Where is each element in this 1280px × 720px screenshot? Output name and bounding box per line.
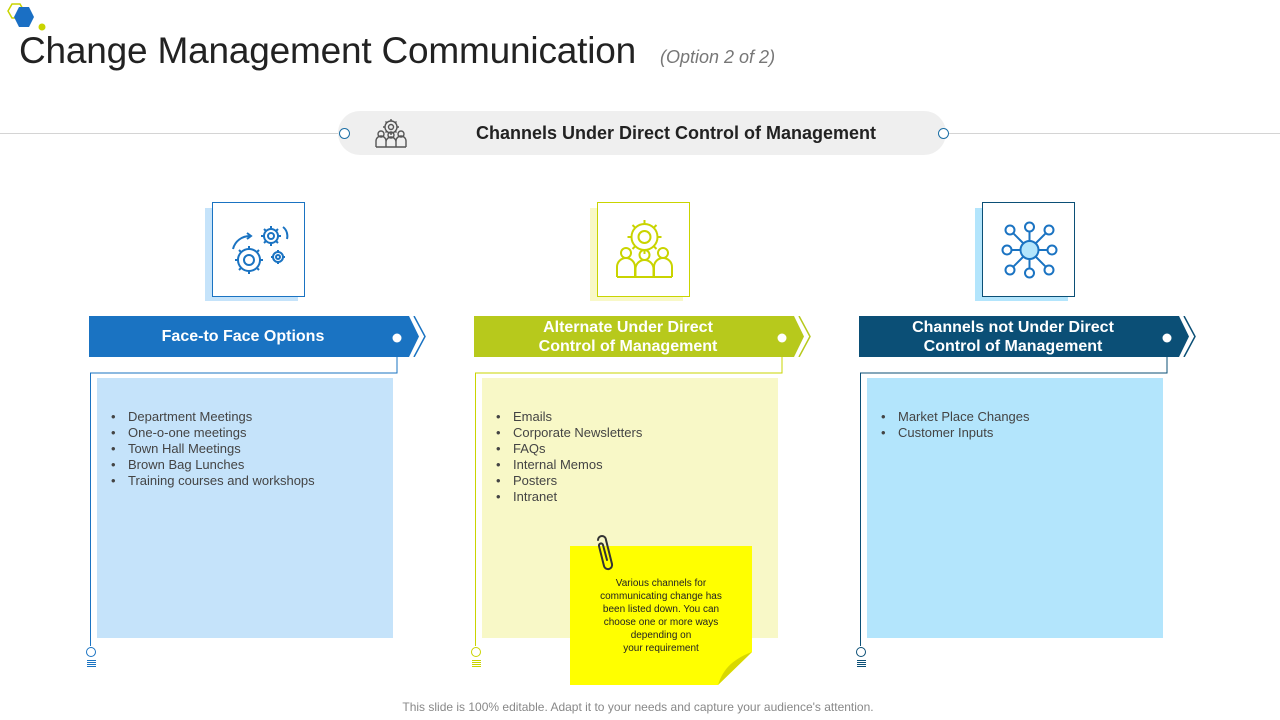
col2-bottom-lines (472, 660, 481, 668)
hexagon-logo-icon (7, 3, 46, 31)
network-hub-icon (1001, 221, 1058, 279)
divider-left-dot (339, 128, 350, 139)
list-item: Town Hall Meetings (111, 441, 315, 457)
list-item: Department Meetings (111, 409, 315, 425)
list-item: Posters (496, 473, 642, 489)
list-item: Emails (496, 409, 642, 425)
gears-icon (232, 226, 289, 274)
col1-banner: Face-to Face Options (89, 316, 427, 357)
list-item: Brown Bag Lunches (111, 457, 315, 473)
list-item: Internal Memos (496, 457, 642, 473)
col3-bottom-dot (856, 647, 866, 657)
list-item: Customer Inputs (881, 425, 1030, 441)
col1-connector (90, 357, 398, 379)
col3-list: Market Place Changes Customer Inputs (881, 409, 1030, 441)
col2-connector (475, 357, 783, 379)
col1-bottom-dot (86, 647, 96, 657)
sticky-note-text: Various channels for communicating chang… (600, 578, 722, 654)
col2-vertical-line (475, 378, 476, 646)
list-item: Market Place Changes (881, 409, 1030, 425)
col3-vertical-line (860, 378, 861, 646)
list-item: FAQs (496, 441, 642, 457)
footer-note: This slide is 100% editable. Adapt it to… (402, 700, 874, 714)
team-gear-icon (616, 220, 673, 278)
list-item: Intranet (496, 489, 642, 505)
col1-vertical-line (90, 378, 91, 646)
divider-right-dot (938, 128, 949, 139)
col2-bottom-dot (471, 647, 481, 657)
col2-list: Emails Corporate Newsletters FAQs Intern… (496, 409, 642, 505)
col3-connector (860, 357, 1168, 379)
col1-bottom-lines (87, 660, 96, 668)
channels-pill-label: Channels Under Direct Control of Managem… (475, 123, 877, 143)
channels-pill (338, 111, 946, 155)
col3-panel: Market Place Changes Customer Inputs (867, 378, 1163, 638)
list-item: Corporate Newsletters (496, 425, 642, 441)
page-subtitle: (Option 2 of 2) (660, 47, 776, 67)
team-gear-icon (375, 119, 407, 148)
col1-icon-box (212, 202, 305, 297)
col1-list: Department Meetings One-o-one meetings T… (111, 409, 315, 489)
col1-title: Face-to Face Options (161, 328, 325, 345)
col3-bottom-lines (857, 660, 866, 668)
list-item: Training courses and workshops (111, 473, 315, 489)
col1-panel: Department Meetings One-o-one meetings T… (97, 378, 393, 638)
list-item: One-o-one meetings (111, 425, 315, 441)
paperclip-icon (597, 535, 614, 571)
col3-icon-box (982, 202, 1075, 297)
page-title: Change Management Communication (19, 30, 636, 71)
sticky-note: Various channels for communicating chang… (570, 546, 752, 685)
col2-icon-box (597, 202, 690, 297)
